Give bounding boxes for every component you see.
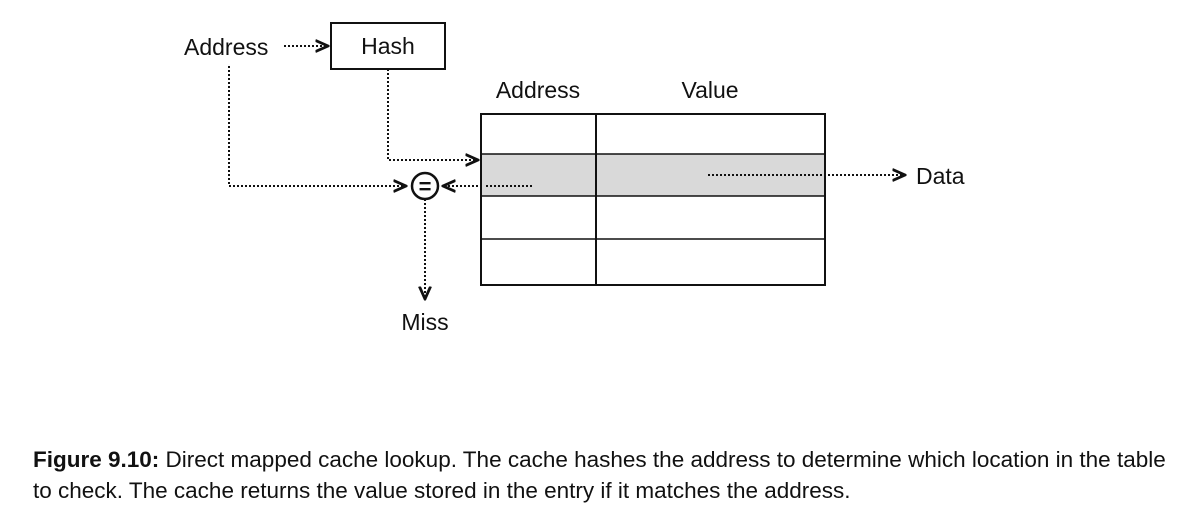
address-input-label: Address [184, 34, 268, 60]
table-header-value: Value [681, 77, 738, 103]
miss-label: Miss [401, 309, 448, 335]
table-row [481, 114, 825, 154]
hash-label: Hash [361, 33, 415, 59]
hash-box [330, 22, 446, 70]
table-row [481, 239, 825, 285]
table-header-address: Address [496, 77, 580, 103]
hash-to-row-arrow [387, 69, 478, 160]
table-row-highlighted [481, 154, 825, 196]
caption-text: Direct mapped cache lookup. The cache ha… [33, 447, 1166, 503]
compare-symbol: = [419, 174, 432, 199]
caption-prefix: Figure 9.10: [33, 447, 160, 472]
cache-lookup-diagram: Address Hash Address Value = Miss Data [184, 22, 965, 335]
table-row [481, 196, 825, 239]
data-output-label: Data [916, 163, 965, 189]
table-border [480, 113, 826, 286]
cache-table [480, 113, 826, 286]
address-to-compare-arrow [228, 66, 406, 186]
figure-caption: Figure 9.10: Direct mapped cache lookup.… [33, 444, 1173, 506]
